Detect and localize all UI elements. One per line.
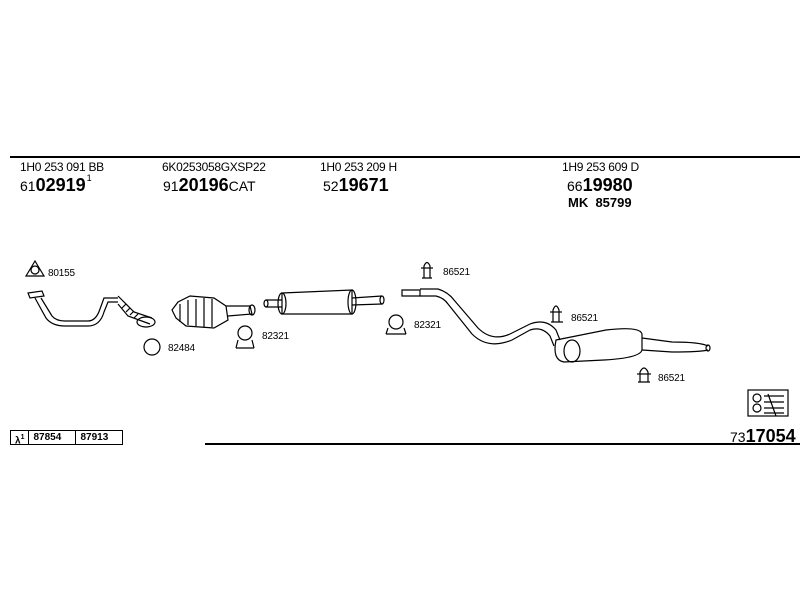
part-prefix: 91 — [163, 178, 179, 194]
footer-divider — [205, 443, 800, 445]
clamp-icon — [235, 325, 255, 349]
part-number-front-pipe: 61029191 — [20, 173, 92, 196]
front-pipe-icon — [27, 290, 156, 328]
hanger-icon — [421, 261, 433, 279]
label-hanger-1: 86521 — [443, 267, 470, 278]
label-hanger-3: 86521 — [658, 373, 685, 384]
part-prefix: 66 — [567, 178, 583, 194]
mounting-kit-label: MK 85799 — [568, 195, 632, 210]
part-suffix: CAT — [228, 178, 256, 194]
lambda-sup: 1 — [20, 434, 25, 441]
lambda-value-2: 87913 — [80, 432, 109, 443]
part-number-main: 19671 — [338, 175, 389, 195]
catalyst-icon — [171, 295, 256, 329]
oe-number-catalyst: 6K0253058GXSP22 — [162, 160, 266, 174]
label-ring: 82484 — [168, 343, 195, 354]
hanger-icon — [550, 305, 563, 323]
lambda-value-1: 87854 — [29, 431, 77, 444]
reference-icon — [747, 389, 789, 417]
oe-number-rear-silencer: 1H9 253 609 D — [562, 160, 639, 174]
oe-number-front-pipe: 1H0 253 091 BB — [20, 160, 104, 174]
lambda-sensor-table: λ1 87854 87913 — [10, 430, 124, 447]
oe-number-middle-silencer: 1H0 253 209 H — [320, 160, 397, 174]
part-number-main: 19980 — [582, 175, 633, 195]
lambda-symbol: λ — [15, 435, 21, 447]
clamp-icon — [385, 314, 407, 335]
part-number-middle-silencer: 5219671 — [323, 175, 389, 196]
part-prefix: 61 — [20, 178, 36, 194]
part-suffix: 1 — [86, 173, 92, 183]
reference-prefix: 73 — [730, 429, 746, 445]
reference-main: 17054 — [745, 426, 796, 446]
label-gasket-front: 80155 — [48, 268, 75, 279]
label-hanger-2: 86521 — [571, 313, 598, 324]
part-number-main: 02919 — [35, 175, 86, 195]
middle-silencer-icon — [263, 289, 385, 315]
header-divider — [10, 156, 800, 158]
rear-silencer-icon — [401, 288, 711, 363]
part-prefix: 52 — [323, 178, 339, 194]
part-number-rear-silencer: 6619980 — [567, 175, 633, 196]
lambda-symbol-cell: λ1 — [11, 431, 30, 447]
hanger-icon — [637, 367, 651, 383]
gasket-icon — [24, 259, 46, 277]
ring-icon — [143, 338, 161, 356]
part-number-catalyst: 9120196CAT — [163, 175, 256, 196]
reference-number: 7317054 — [730, 426, 796, 447]
mk-number: 85799 — [595, 195, 632, 210]
mk-prefix: MK — [568, 195, 589, 210]
part-number-main: 20196 — [178, 175, 229, 195]
label-clamp-cat: 82321 — [262, 331, 289, 342]
label-clamp-mid: 82321 — [414, 320, 441, 331]
